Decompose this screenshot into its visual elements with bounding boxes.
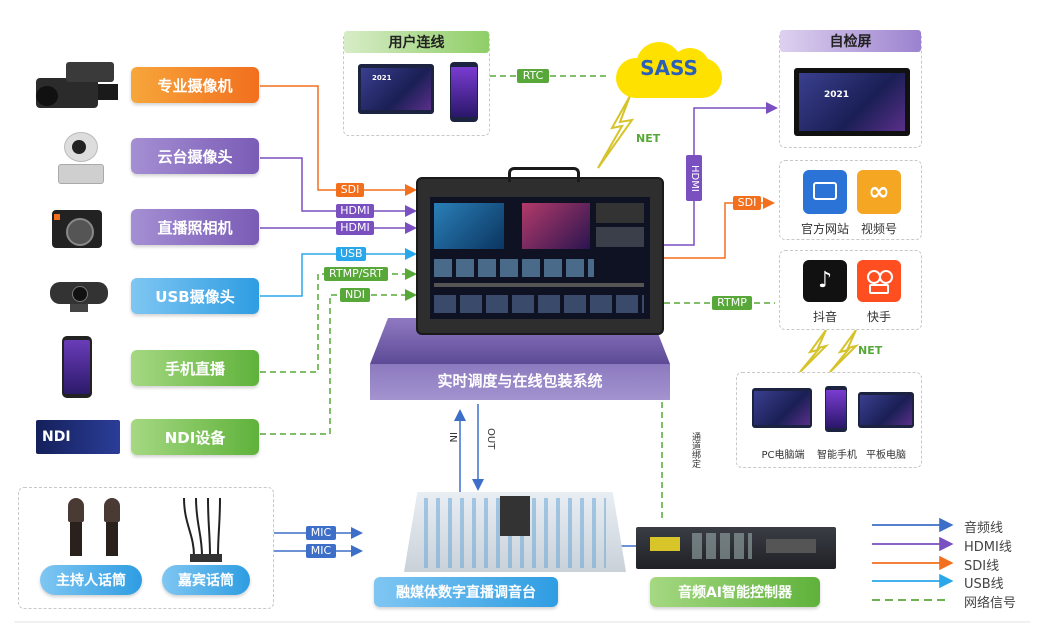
input-ndi-device: NDI设备 (131, 419, 259, 455)
channel-bind-label: 通道绑定 (690, 432, 700, 468)
webcam-icon (50, 280, 108, 314)
tablet-screen-icon (858, 392, 914, 428)
condenser-mic-icon-1 (68, 498, 84, 558)
cloud-label: SASS (640, 56, 698, 80)
tag-hdmi-input-2: HDMI (336, 221, 374, 235)
official-site-label: 官方网站 (800, 222, 849, 236)
phone-screen-icon (825, 386, 847, 432)
input-live-camera: 直播照相机 (131, 209, 259, 245)
condenser-mic-icon-2 (104, 498, 120, 558)
net-label-top: NET (636, 132, 661, 145)
video-channel-label: 视频号 (860, 222, 897, 236)
audio-out-label: OUT (485, 428, 496, 450)
legend-sdi-label: SDI线 (964, 559, 1000, 574)
user-link-phone (450, 62, 478, 122)
tag-rtmp-srt: RTMP/SRT (324, 267, 388, 281)
tag-hdmi-output-text: HDMI (689, 164, 700, 192)
kuaishou-label: 快手 (866, 310, 891, 324)
guest-mic-label: 嘉宾话筒 (162, 565, 250, 595)
gooseneck-mic-icon (183, 497, 222, 562)
tag-usb-input: USB (336, 247, 366, 261)
tag-sdi-output: SDI (733, 196, 761, 210)
center-label: 实时调度与在线包装系统 (437, 372, 603, 390)
tag-hdmi-output: HDMI (686, 155, 702, 201)
portable-switcher (416, 167, 664, 335)
user-link-monitor: 2021 (358, 64, 434, 114)
self-check-header: 自检屏 (780, 30, 921, 52)
lightning-icon-bottom-2 (829, 329, 860, 373)
ndi-input-line (260, 289, 417, 435)
user-link-monitor-year: 2021 (372, 74, 392, 82)
lightning-icon-bottom-1 (799, 329, 830, 373)
host-mic-label: 主持人话筒 (40, 565, 142, 595)
ptz-camera-icon (58, 128, 104, 184)
kuaishou-icon (857, 260, 901, 302)
tag-sdi-input: SDI (336, 183, 364, 197)
tag-hdmi-input-1: HDMI (336, 204, 374, 218)
tag-rtmp-output: RTMP (712, 296, 752, 310)
user-link-header: 用户连线 (344, 31, 489, 53)
mixer-label: 融媒体数字直播调音台 (374, 577, 558, 607)
legend-audio-label: 音频线 (964, 521, 1004, 536)
legend-hdmi-label: HDMI线 (964, 540, 1012, 555)
controller-label: 音频AI智能控制器 (650, 577, 820, 607)
self-check-monitor-year: 2021 (824, 90, 850, 100)
ndi-logo: NDI (36, 420, 120, 454)
douyin-label: 抖音 (812, 310, 837, 324)
sdi-input-line (260, 85, 417, 196)
video-camera-icon (36, 58, 120, 112)
input-usb-camera: USB摄像头 (131, 278, 259, 314)
douyin-icon: ♪ (803, 260, 847, 302)
tag-mic-1: MIC (306, 526, 336, 540)
pc-screen-icon (752, 388, 812, 428)
phone-label: 智能手机 (817, 450, 857, 461)
audio-in-label: IN (447, 432, 458, 443)
legend-usb-label: USB线 (964, 577, 1004, 592)
lightning-icon-top (597, 95, 635, 169)
tag-ndi-input: NDI (340, 288, 370, 302)
switcher-screen (430, 197, 650, 319)
input-ptz-camera: 云台摄像头 (131, 138, 259, 174)
official-site-icon (803, 170, 847, 214)
pc-label: PC电脑端 (761, 450, 805, 461)
video-channel-icon: ∞ (857, 170, 901, 214)
input-pro-camera: 专业摄像机 (131, 67, 259, 103)
sdi-output-line (664, 197, 775, 259)
input-phone-live: 手机直播 (131, 350, 259, 386)
legend-network-label: 网络信号 (964, 596, 1017, 611)
audio-mixer (404, 492, 626, 572)
cloud-icon: SASS (606, 40, 732, 102)
tag-mic-2: MIC (306, 544, 336, 558)
ndi-logo-text: NDI (42, 429, 71, 445)
audio-ai-controller (636, 527, 836, 569)
photo-camera-icon (52, 208, 102, 248)
net-label-bottom: NET (858, 344, 883, 357)
self-check-monitor: 2021 (794, 68, 910, 136)
tag-rtc: RTC (517, 69, 549, 83)
tablet-label: 平板电脑 (866, 450, 906, 461)
hdmi-output-line (664, 102, 778, 246)
smartphone-icon (62, 336, 92, 398)
